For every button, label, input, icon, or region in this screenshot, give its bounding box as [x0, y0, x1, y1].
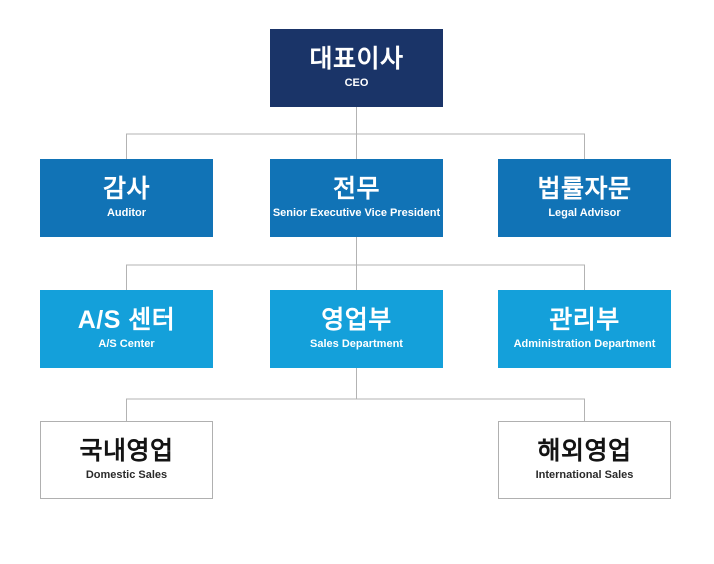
- connector-level3-rail: [126, 264, 585, 290]
- org-node-legal-advisor: 법률자문 Legal Advisor: [498, 159, 671, 237]
- org-node-subtitle: CEO: [344, 76, 369, 89]
- org-node-ceo: 대표이사 CEO: [270, 29, 443, 107]
- org-node-title: 전무: [332, 175, 380, 204]
- org-node-subtitle: Administration Department: [513, 337, 656, 350]
- org-node-subtitle: International Sales: [535, 468, 634, 481]
- org-node-subtitle: Sales Department: [310, 337, 403, 350]
- org-node-international-sales: 해외영업 International Sales: [498, 421, 671, 499]
- org-node-senior-executive-vice-president: 전무 Senior Executive Vice President: [270, 159, 443, 237]
- org-node-title: 관리부: [549, 306, 620, 335]
- org-node-subtitle: Senior Executive Vice President: [272, 206, 441, 219]
- org-node-subtitle: Legal Advisor: [548, 206, 621, 219]
- org-node-domestic-sales: 국내영업 Domestic Sales: [40, 421, 213, 499]
- org-node-title: 대표이사: [309, 45, 404, 74]
- org-node-subtitle: A/S Center: [98, 337, 155, 350]
- org-node-subtitle: Domestic Sales: [85, 468, 168, 481]
- org-node-title: A/S 센터: [77, 306, 176, 335]
- org-node-as-center: A/S 센터 A/S Center: [40, 290, 213, 368]
- org-node-subtitle: Auditor: [106, 206, 147, 219]
- org-node-auditor: 감사 Auditor: [40, 159, 213, 237]
- org-node-title: 영업부: [321, 306, 392, 335]
- org-node-title: 국내영업: [79, 437, 174, 466]
- org-node-sales-department: 영업부 Sales Department: [270, 290, 443, 368]
- org-node-title: 감사: [102, 175, 150, 204]
- org-node-title: 법률자문: [537, 175, 632, 204]
- connector-level4-rail: [126, 398, 585, 421]
- org-node-administration-department: 관리부 Administration Department: [498, 290, 671, 368]
- org-node-title: 해외영업: [537, 437, 632, 466]
- connector-level2-rail: [126, 133, 585, 159]
